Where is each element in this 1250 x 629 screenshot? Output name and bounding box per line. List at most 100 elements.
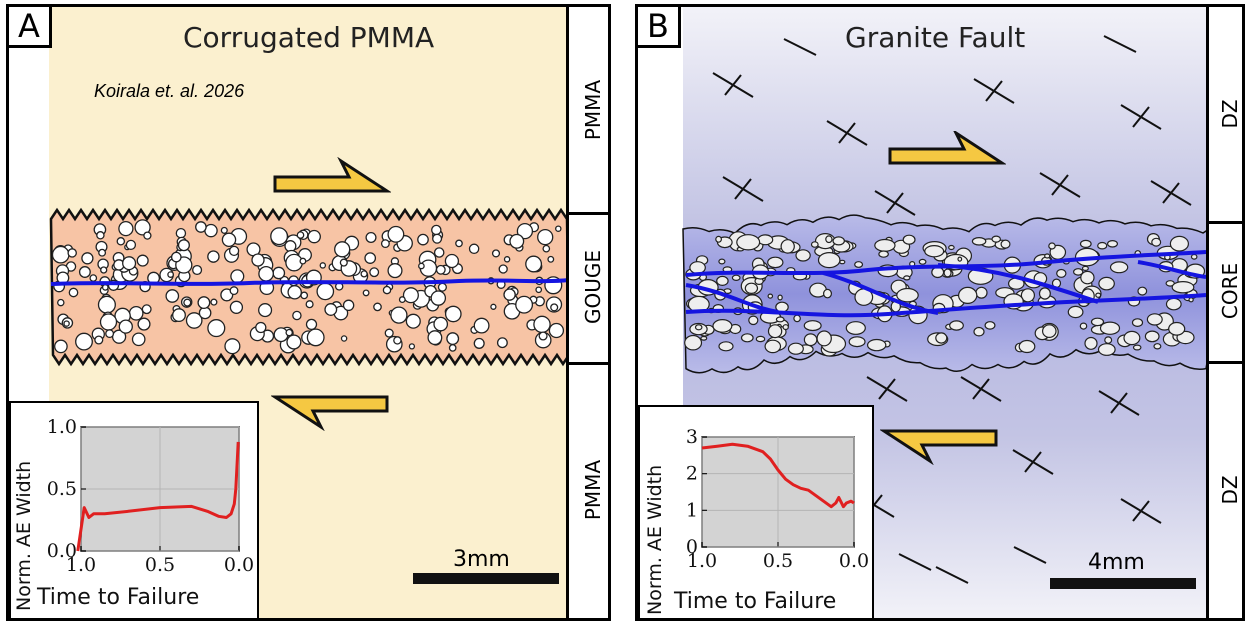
series-line [701, 442, 855, 509]
gouge-grain [105, 329, 115, 339]
panel-b-label: B [638, 7, 681, 48]
core-clast [777, 294, 783, 301]
gouge-grain [192, 264, 203, 276]
y-tick-label: 0 [686, 536, 698, 558]
core-clast [1090, 317, 1105, 327]
gouge-grain [89, 274, 98, 282]
gouge-grain [54, 339, 68, 354]
core-clast [1073, 268, 1084, 276]
gouge-grain [116, 237, 126, 246]
gouge-grain [287, 285, 302, 300]
gouge-grain [535, 286, 543, 294]
gouge-grain [340, 335, 348, 342]
gouge-grain [94, 335, 104, 345]
gouge-grain [306, 328, 325, 347]
gouge-grain [128, 305, 144, 321]
gouge-grain [538, 331, 548, 341]
gouge-grain [96, 231, 105, 240]
core-clast [816, 330, 832, 347]
gouge-grain [490, 303, 497, 310]
core-clast [1188, 297, 1194, 303]
zone-pmma-top: PMMA [569, 7, 608, 215]
core-clast [845, 321, 866, 335]
gouge-grain [292, 310, 302, 321]
x-tick-label: 0.5 [763, 550, 793, 572]
core-clast [973, 326, 985, 337]
core-clast [949, 320, 964, 331]
y-tick-label: 1.0 [47, 416, 77, 438]
gouge-grain [373, 302, 382, 312]
gouge-grain [131, 332, 146, 347]
core-clast [755, 335, 766, 343]
gouge-grain [446, 332, 460, 346]
gouge-grain [515, 295, 534, 314]
y-axis-label: Norm. AE Width [13, 460, 35, 611]
gouge-grain [101, 284, 109, 291]
gouge-grain [533, 315, 551, 334]
gouge-grain [307, 229, 321, 244]
core-clast [991, 235, 1001, 243]
core-clast [839, 259, 846, 265]
core-clast [1104, 336, 1113, 344]
fracture-marks [712, 35, 1192, 584]
core-clast [740, 333, 754, 343]
gouge-grain [78, 266, 91, 278]
gouge-grain [398, 296, 406, 304]
panel-b-title: Granite Fault [845, 21, 1026, 54]
gouge-grain [100, 266, 108, 274]
core-clast [878, 250, 889, 258]
fracture-mark [1013, 546, 1047, 564]
x-axis-label: Time to Failure [37, 585, 200, 610]
core-clast [767, 256, 784, 269]
core-clast [1048, 242, 1056, 250]
y-tick-label: 0.0 [47, 540, 77, 562]
core-clast [767, 324, 783, 339]
core-clast [1168, 321, 1186, 336]
core-clast [948, 244, 955, 251]
gouge-grain [165, 289, 180, 303]
gouge-grain [387, 263, 403, 279]
gouge-grain [204, 223, 218, 238]
gouge-grain [431, 224, 442, 236]
gouge-grain [503, 288, 516, 301]
core-clast [1097, 343, 1116, 356]
gouge-grain [305, 300, 314, 309]
core-clast [767, 293, 774, 299]
y-tick-label: 2 [686, 463, 698, 485]
zone-column-a: PMMA GOUGE PMMA [566, 7, 608, 618]
core-clast [874, 238, 896, 252]
core-clast [935, 332, 948, 344]
gouge-grain [167, 271, 174, 278]
core-clast [975, 286, 988, 299]
gouge-grain [387, 225, 405, 243]
gouge-grain [408, 343, 416, 350]
core-clast [715, 235, 722, 243]
gouge-grain [555, 225, 562, 232]
gouge-grain [448, 344, 457, 352]
gouge-grain [75, 332, 93, 351]
core-clast [943, 268, 952, 278]
dextral-arrow-bottom [880, 429, 998, 465]
core-clast [848, 336, 866, 348]
core-clast [825, 235, 833, 244]
gouge-grain [427, 330, 443, 346]
gouge-grain [339, 258, 348, 267]
gouge-grain [229, 300, 244, 314]
core-clast [957, 256, 963, 262]
core-clast [1018, 339, 1036, 354]
core-clast [1041, 324, 1057, 339]
gouge-grain [272, 266, 286, 280]
core-clast [1146, 313, 1163, 326]
gouge-grain [360, 270, 368, 278]
core-clast [1095, 292, 1102, 298]
fracture-mark [1132, 500, 1150, 522]
x-tick-label: 0.5 [145, 554, 175, 576]
core-clast [1109, 261, 1129, 274]
core-clast [718, 341, 734, 352]
gouge-grain [444, 253, 460, 269]
citation: Koirala et. al. 2026 [94, 81, 245, 101]
gouge-grain [284, 240, 297, 253]
fracture-mark [734, 178, 752, 200]
core-clast [1038, 287, 1051, 300]
